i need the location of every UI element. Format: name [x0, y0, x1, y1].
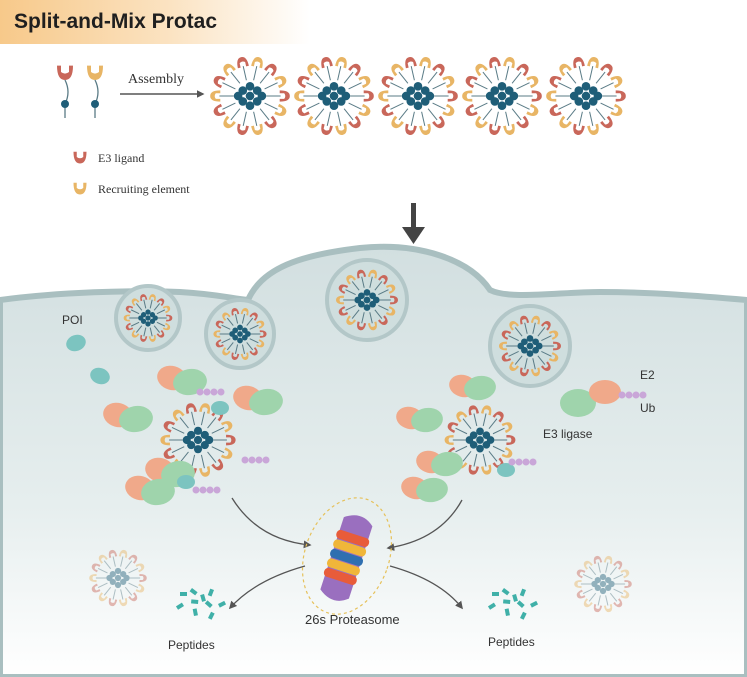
legend-recruiting-element-label: Recruiting element [98, 182, 190, 196]
e3-ligase-left-4 [249, 388, 283, 416]
poi-free-1 [66, 334, 86, 352]
nanoparticle-vesicle-4 [499, 315, 561, 377]
page-title: Split-and-Mix Protac [14, 10, 218, 33]
nanoparticle-top-5 [546, 57, 626, 135]
nanoparticle-spent-right [574, 555, 632, 613]
nanoparticle-top-2 [294, 57, 374, 135]
down-arrow [402, 203, 425, 244]
arrow-left-to-proteasome [231, 497, 312, 549]
e3-ligase-right-1 [411, 407, 443, 433]
e2-standalone [589, 380, 621, 404]
nanoparticle-top-3 [378, 57, 458, 135]
e3-ligase-right-2 [431, 451, 463, 477]
legend-e3-ligand-icon [73, 151, 87, 164]
e3-ligase-right-3 [464, 375, 496, 401]
poi-bound-right [497, 463, 515, 477]
legend-e3-ligand-label: E3 ligand [98, 151, 145, 165]
e3-ligase-left-1 [173, 368, 207, 396]
ub-left-1 [196, 388, 225, 396]
ub-left-3 [241, 456, 270, 464]
nanoparticle-top-4 [462, 57, 542, 135]
ub-left-2 [192, 486, 221, 494]
e2-label: E2 [640, 368, 655, 382]
nanoparticle-vesicle-2 [213, 308, 267, 360]
peptides-left [175, 588, 227, 620]
monomer-pair [57, 65, 103, 118]
nanoparticle-vesicle-1 [123, 294, 173, 342]
e3-ligase-left-5 [141, 478, 175, 506]
ub-right [508, 458, 537, 466]
e3-ligase-standalone [560, 389, 596, 417]
ub-label: Ub [640, 401, 656, 415]
arrow-right-to-proteasome [386, 499, 463, 551]
legend-recruiting-element-icon [73, 182, 87, 195]
nanoparticle-ternary-right [444, 405, 516, 475]
peptides-left-label: Peptides [168, 638, 215, 652]
e3-ligase-label: E3 ligase [543, 427, 593, 441]
peptides-right-label: Peptides [488, 635, 535, 649]
poi-bound-left-2 [177, 475, 195, 489]
poi-free-2 [90, 367, 110, 385]
arrow-proteasome-to-left-peptides [228, 565, 306, 610]
assembly-label: Assembly [128, 72, 184, 87]
poi-bound-left-1 [211, 401, 229, 415]
nanoparticle-top-1 [210, 57, 290, 135]
nanoparticle-vesicle-3 [336, 269, 398, 331]
ub-standalone [618, 391, 647, 399]
peptides-right [487, 588, 539, 620]
proteasome-label: 26s Proteasome [305, 612, 400, 627]
arrow-proteasome-to-right-peptides [389, 565, 463, 610]
e3-ligase-left-2 [119, 405, 153, 433]
e3-ligase-right-4 [416, 477, 448, 503]
title-band [0, 0, 310, 44]
proteasome [301, 497, 393, 615]
poi-label: POI [62, 313, 83, 327]
nanoparticle-spent-left [89, 549, 147, 607]
